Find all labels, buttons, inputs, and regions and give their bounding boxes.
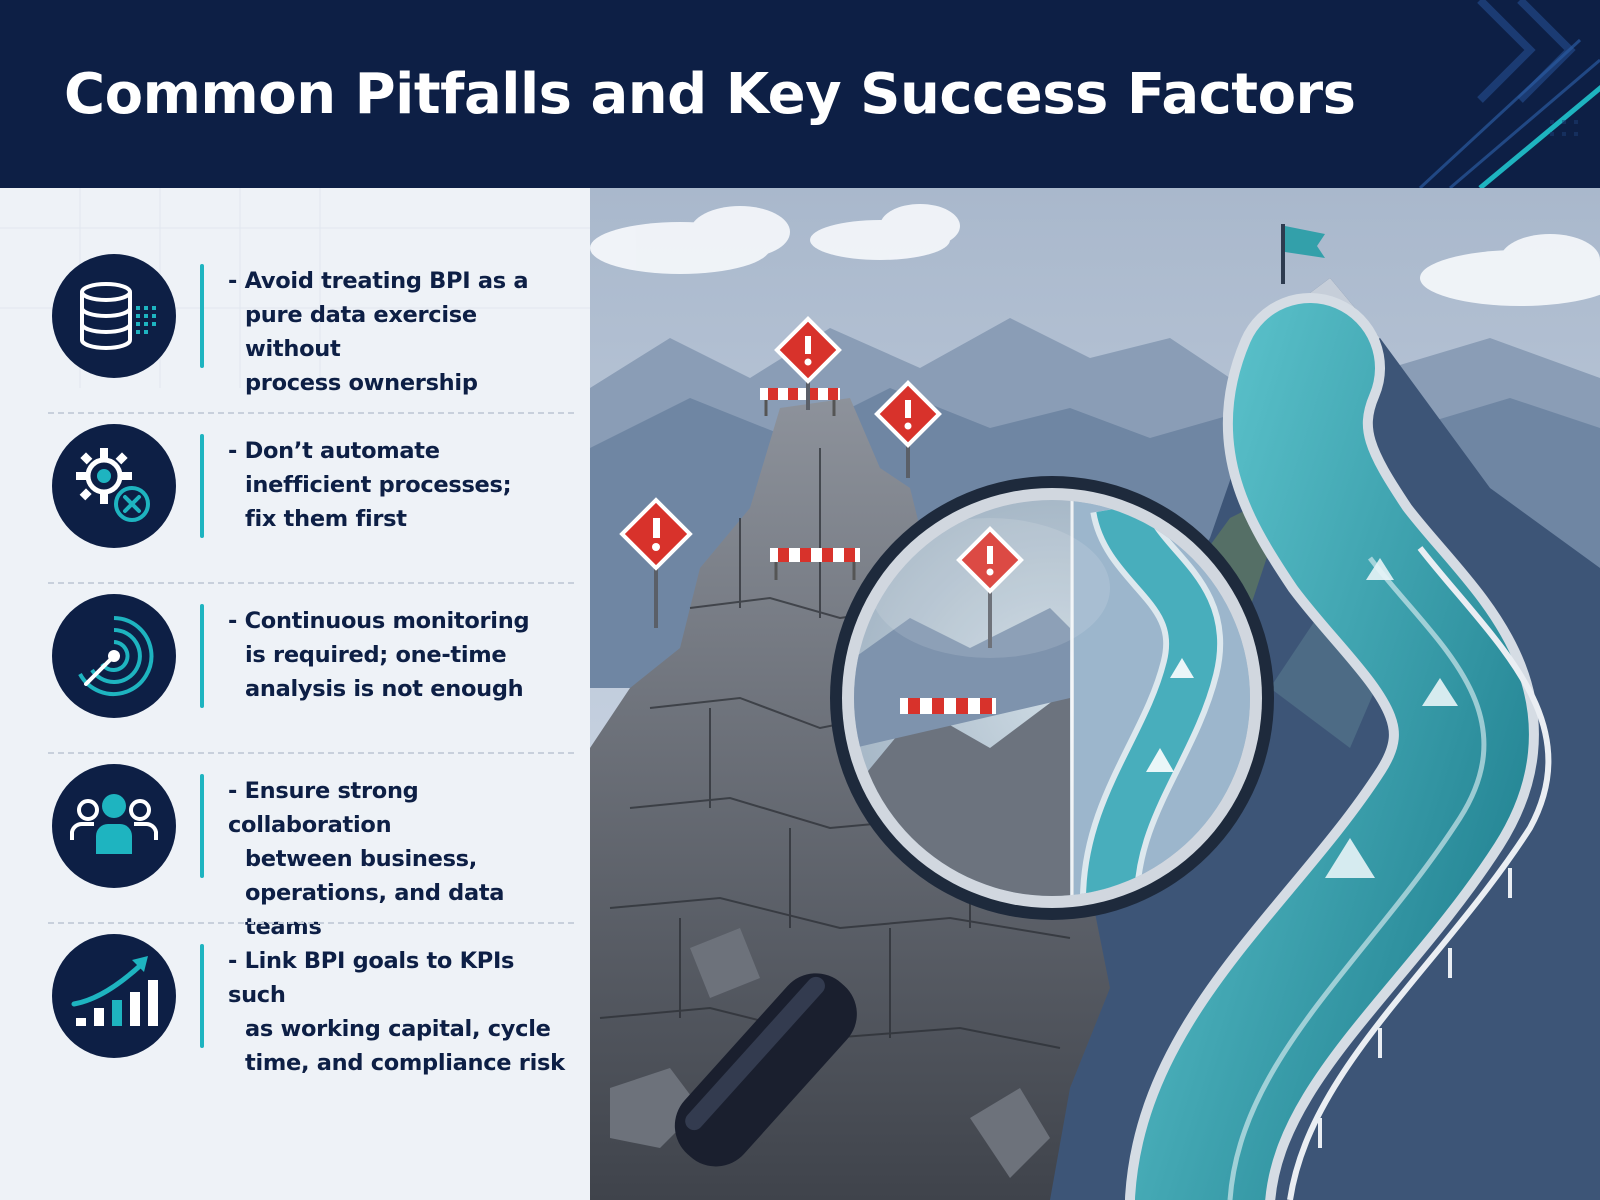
team-icon bbox=[52, 764, 176, 888]
divider bbox=[48, 582, 574, 584]
illustration-panel bbox=[590, 188, 1600, 1200]
gear-cancel-icon bbox=[52, 424, 176, 548]
item-line: - Continuous monitoring bbox=[228, 608, 530, 634]
item-text: - Avoid treating BPI as a pure data exer… bbox=[228, 264, 578, 400]
list-item: - Avoid treating BPI as a pure data exer… bbox=[0, 248, 590, 418]
barrier-icon bbox=[760, 388, 840, 416]
item-line: as working capital, cycle bbox=[245, 1016, 551, 1042]
list-item: - Don’t automate inefficient processes; … bbox=[0, 420, 590, 590]
item-text: - Don’t automate inefficient processes; … bbox=[228, 434, 578, 536]
list-item: - Link BPI goals to KPIs such as working… bbox=[0, 930, 590, 1100]
item-line: - Don’t automate bbox=[228, 438, 440, 464]
item-line: - Avoid treating BPI as a bbox=[228, 268, 529, 294]
item-line: time, and compliance risk bbox=[245, 1050, 565, 1076]
divider bbox=[48, 412, 574, 414]
accent-bar bbox=[200, 944, 204, 1048]
item-line: - Link BPI goals to KPIs such bbox=[228, 948, 515, 1008]
item-line: - Ensure strong collaboration bbox=[228, 778, 419, 838]
item-line: is required; one-time bbox=[245, 642, 507, 668]
item-line: analysis is not enough bbox=[245, 676, 524, 702]
left-panel: - Avoid treating BPI as a pure data exer… bbox=[0, 188, 590, 1200]
item-line: inefficient processes; bbox=[245, 472, 512, 498]
divider bbox=[48, 922, 574, 924]
item-line: fix them first bbox=[245, 506, 407, 532]
list-item: - Ensure strong collaboration between bu… bbox=[0, 760, 590, 940]
item-text: - Ensure strong collaboration between bu… bbox=[228, 774, 578, 944]
accent-bar bbox=[200, 264, 204, 368]
growth-chart-icon bbox=[52, 934, 176, 1058]
accent-bar bbox=[200, 774, 204, 878]
item-line: pure data exercise without bbox=[245, 302, 477, 362]
item-text: - Continuous monitoring is required; one… bbox=[228, 604, 578, 706]
item-text: - Link BPI goals to KPIs such as working… bbox=[228, 944, 578, 1080]
page-title: Common Pitfalls and Key Success Factors bbox=[64, 62, 1356, 127]
database-icon bbox=[52, 254, 176, 378]
accent-bar bbox=[200, 604, 204, 708]
mountain-road-illustration bbox=[590, 188, 1600, 1200]
divider bbox=[48, 752, 574, 754]
accent-bar bbox=[200, 434, 204, 538]
chevron-decoration bbox=[1418, 0, 1600, 188]
header-banner: Common Pitfalls and Key Success Factors bbox=[0, 0, 1600, 188]
list-item: - Continuous monitoring is required; one… bbox=[0, 590, 590, 760]
item-line: operations, and data teams bbox=[245, 880, 505, 940]
radar-monitor-icon bbox=[52, 594, 176, 718]
item-line: process ownership bbox=[245, 370, 478, 396]
item-line: between business, bbox=[245, 846, 478, 872]
